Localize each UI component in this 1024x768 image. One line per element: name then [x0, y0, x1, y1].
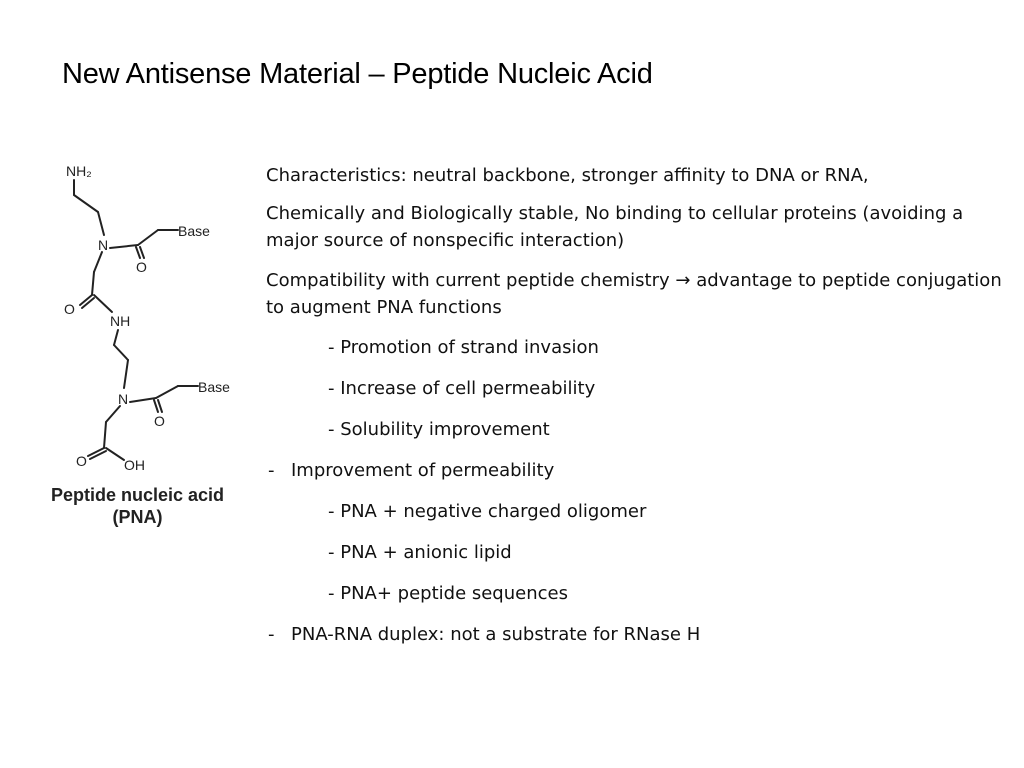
- list-item-permeability: - Improvement of permeability: [266, 457, 1006, 484]
- label-o-3: O: [154, 413, 165, 429]
- label-n-1: N: [98, 237, 108, 253]
- sub-item-negative-oligomer: - PNA + negative charged oligomer: [328, 501, 647, 522]
- slide-body: Characteristics: neutral backbone, stron…: [266, 162, 1006, 662]
- compatibility-line: Compatibility with current peptide chemi…: [266, 267, 1006, 321]
- label-o-1: O: [136, 259, 147, 275]
- label-o-2: O: [64, 301, 75, 317]
- label-nh2: NH₂: [66, 163, 92, 179]
- label-base-2: Base: [198, 379, 230, 395]
- dash-marker: -: [268, 460, 275, 481]
- slide-title: New Antisense Material – Peptide Nucleic…: [62, 58, 653, 90]
- sub-item-anionic-lipid: - PNA + anionic lipid: [328, 542, 512, 563]
- compatibility-text-start: Compatibility with current peptide chemi…: [266, 270, 676, 291]
- dash-marker: -: [268, 624, 275, 645]
- sub-item-peptide-sequences: - PNA+ peptide sequences: [328, 583, 568, 604]
- list-item-permeability-text: Improvement of permeability: [291, 460, 555, 481]
- label-n-2: N: [118, 391, 128, 407]
- characteristics-line: Characteristics: neutral backbone, stron…: [266, 165, 869, 186]
- stability-line: Chemically and Biologically stable, No b…: [266, 203, 964, 251]
- label-base-1: Base: [178, 223, 210, 239]
- sub-item-solubility: - Solubility improvement: [328, 419, 550, 440]
- pna-structure-figure: NH₂ Base N O O NH Base N O O OH Peptide …: [30, 150, 260, 550]
- label-o-4: O: [76, 453, 87, 469]
- caption-line-2: (PNA): [112, 507, 163, 527]
- label-nh: NH: [110, 313, 130, 329]
- arrow-right-icon: →: [675, 270, 691, 291]
- sub-item-strand-invasion: - Promotion of strand invasion: [328, 337, 599, 358]
- list-item-duplex: - PNA-RNA duplex: not a substrate for RN…: [266, 621, 1006, 648]
- pna-structure-diagram: NH₂ Base N O O NH Base N O O OH: [64, 163, 230, 473]
- sub-item-cell-permeability: - Increase of cell permeability: [328, 378, 596, 399]
- caption-line-1: Peptide nucleic acid: [50, 485, 225, 505]
- label-oh: OH: [124, 457, 145, 473]
- figure-caption: Peptide nucleic acid (PNA): [30, 484, 245, 528]
- compatibility-text-end: advantage to peptide conjugation to augm…: [266, 270, 1002, 318]
- list-item-duplex-text: PNA-RNA duplex: not a substrate for RNas…: [291, 624, 701, 645]
